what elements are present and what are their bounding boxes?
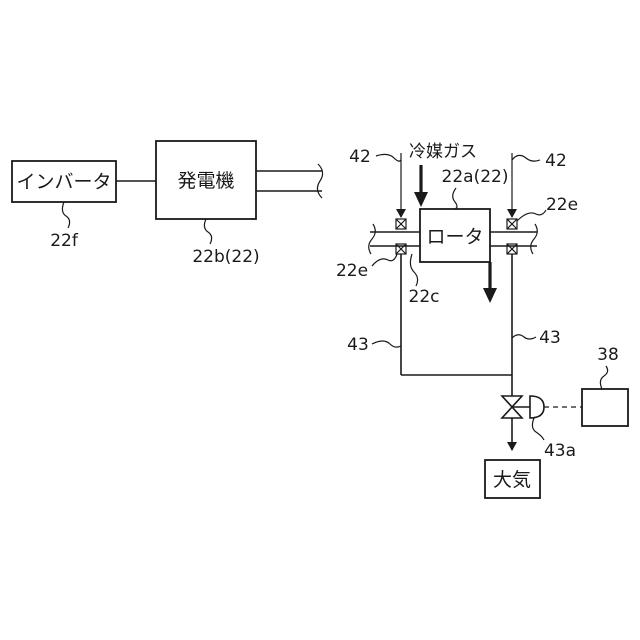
inverter-label: インバータ (16, 171, 111, 193)
bearing-top-right (507, 219, 517, 229)
label-refrigerant-gas: 冷媒ガス (409, 142, 477, 162)
leader-22b (204, 219, 211, 244)
valve-actuator (530, 396, 544, 418)
atmosphere-label: 大気 (493, 469, 531, 491)
leader-22f (62, 202, 69, 228)
bearing-top-left (396, 219, 406, 229)
leader-22e-left (372, 254, 397, 266)
leader-22a (453, 188, 457, 209)
leader-43a (532, 418, 544, 440)
shaft-break-mark (317, 164, 322, 198)
leader-22e-top (517, 210, 546, 221)
leader-43-left (372, 341, 401, 347)
rotor-label: ロータ (426, 226, 483, 248)
label-22f: 22f (50, 231, 79, 251)
label-42-left: 42 (349, 147, 371, 167)
label-22c: 22c (409, 287, 440, 307)
label-22e-left: 22e (336, 261, 368, 281)
leader-43-right (512, 335, 536, 339)
controller-38-box (582, 389, 628, 426)
label-22b: 22b(22) (192, 247, 259, 267)
leader-22c (410, 254, 417, 286)
gas-outlet-arrow-head (483, 288, 497, 303)
label-22a: 22a(22) (442, 167, 509, 187)
label-43-left: 43 (347, 335, 369, 355)
label-43-right: 43 (539, 328, 561, 348)
label-22e-top: 22e (546, 195, 578, 215)
rotor-shaft-right-break (531, 224, 538, 254)
leader-38 (600, 366, 607, 389)
generator-label: 発電機 (177, 170, 234, 192)
leader-42-left (376, 154, 401, 161)
label-42-right: 42 (545, 151, 567, 171)
leader-42-right (512, 155, 540, 161)
label-38: 38 (597, 345, 619, 365)
gas-inlet-arrow-head (414, 192, 428, 207)
rotor-shaft-left-break (369, 224, 376, 254)
label-43a: 43a (544, 441, 576, 461)
